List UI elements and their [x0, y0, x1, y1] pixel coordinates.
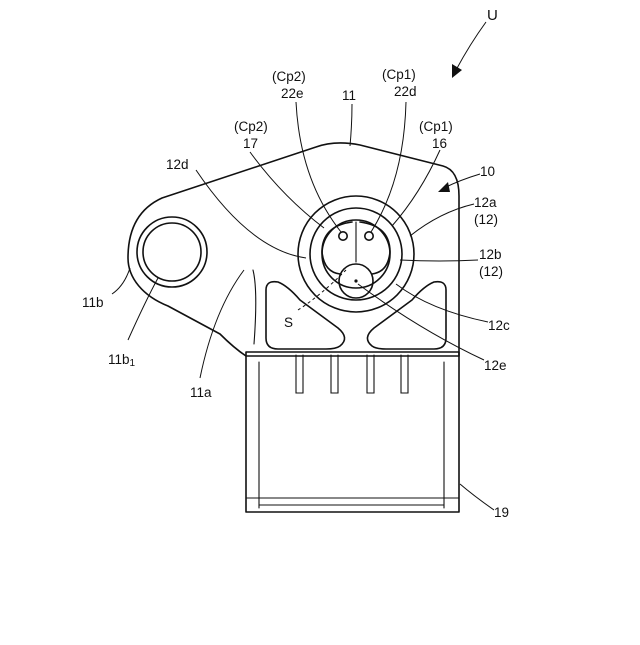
label-12e: 12e	[484, 358, 507, 373]
housing-flange	[128, 143, 459, 356]
label-10: 10	[480, 164, 495, 179]
shaft-center	[354, 279, 357, 282]
pin-22d	[365, 232, 373, 240]
leader-10	[444, 174, 480, 188]
window-recess-left	[266, 282, 345, 349]
label-11: 11	[342, 88, 356, 103]
arrow-u	[452, 64, 462, 78]
label-s: S	[284, 315, 293, 330]
pin-22e	[339, 232, 347, 240]
label-19: 19	[494, 505, 509, 520]
leader-12b	[400, 260, 478, 261]
label-12d: 12d	[166, 157, 189, 172]
terminal-rib-4	[401, 355, 408, 393]
terminal-rib-3	[367, 355, 374, 393]
leader-22e	[296, 102, 341, 232]
flange-step-line	[253, 270, 256, 344]
label-cp1-mid: (Cp1)	[419, 119, 453, 134]
label-cp2-mid: (Cp2)	[234, 119, 268, 134]
mount-hole-outer	[137, 217, 207, 287]
rotor-assembly	[298, 196, 414, 312]
label-u: U	[487, 7, 498, 24]
leader-12d	[196, 170, 306, 258]
leader-11b	[112, 268, 130, 294]
label-11a: 11a	[190, 385, 212, 400]
leader-12a	[410, 204, 474, 236]
label-22d: 22d	[394, 84, 417, 99]
leader-u	[456, 22, 486, 70]
leader-11	[350, 104, 352, 146]
label-12a-paren: (12)	[474, 212, 498, 227]
label-cp2-top: (Cp2)	[272, 69, 306, 84]
arrow-10	[438, 182, 450, 192]
label-12c: 12c	[488, 318, 510, 333]
label-11b: 11b	[82, 295, 104, 310]
label-12b: 12b	[479, 247, 502, 262]
connector-outline	[246, 352, 459, 512]
terminal-rib-1	[296, 355, 303, 393]
label-cp1-top: (Cp1)	[382, 67, 416, 82]
label-12a: 12a	[474, 195, 497, 210]
label-22e: 22e	[281, 86, 304, 101]
label-12b-paren: (12)	[479, 264, 503, 279]
label-11b1: 11b1	[108, 352, 136, 369]
leader-12c	[396, 284, 488, 322]
connector-body	[246, 352, 459, 512]
leader-11a	[200, 270, 244, 378]
mount-hole-inner	[143, 223, 201, 281]
flange-outline	[128, 143, 459, 356]
terminal-rib-2	[331, 355, 338, 393]
label-17: 17	[243, 136, 258, 151]
label-16: 16	[432, 136, 447, 151]
leader-17	[250, 152, 324, 228]
leader-11b1	[128, 278, 158, 340]
leader-19	[460, 484, 494, 510]
